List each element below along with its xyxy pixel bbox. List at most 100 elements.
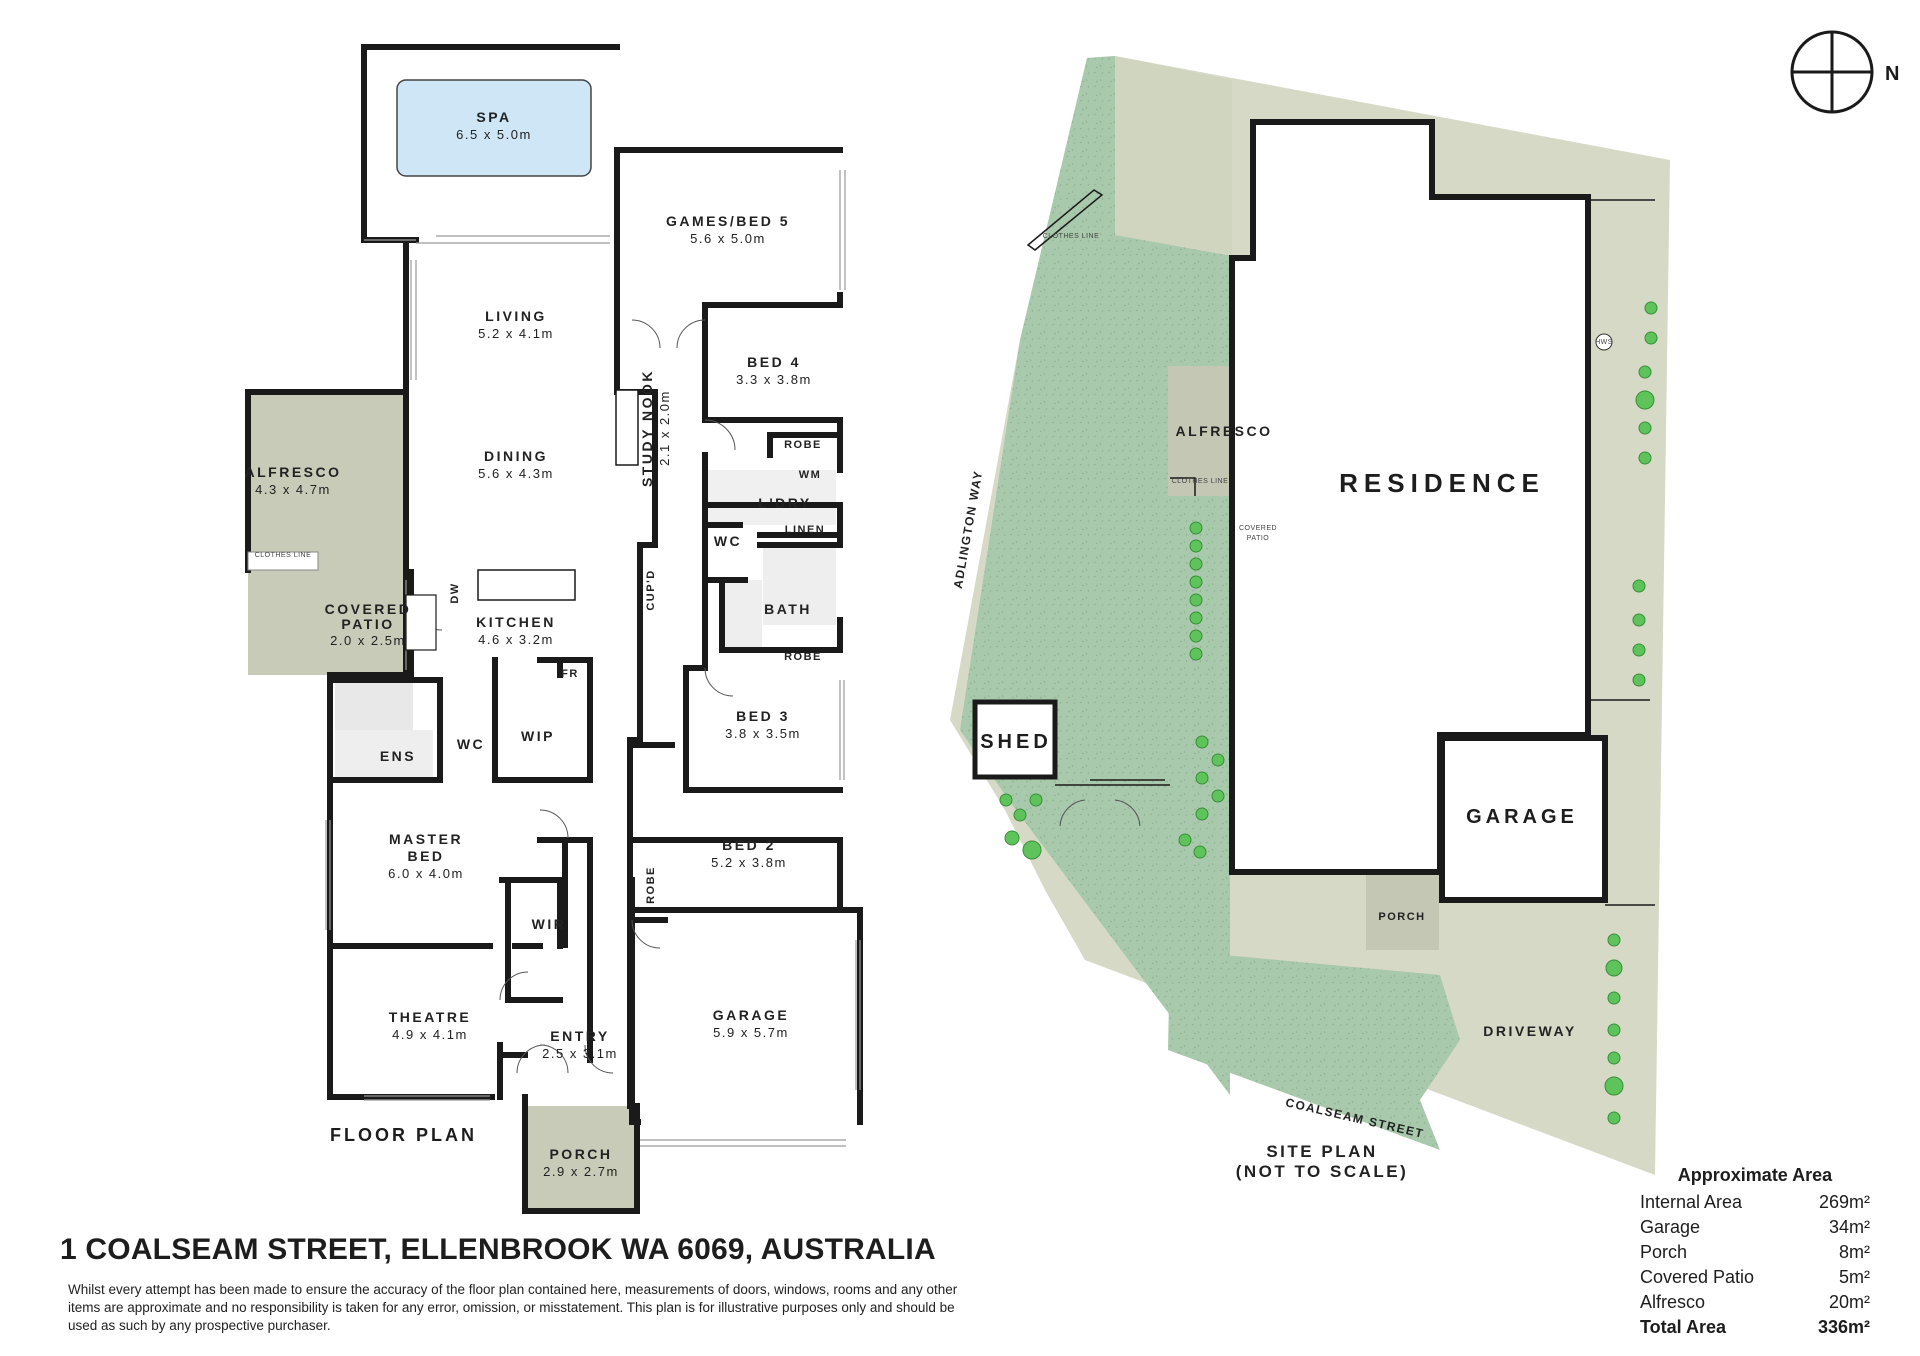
floor-plan: SPA 6.5 x 5.0m GAMES/BED 55.6 x 5.0m LIVI… [245,44,863,1214]
svg-text:ENTRY: ENTRY [550,1028,609,1044]
area-value: 34m² [1828,1217,1870,1237]
area-total-value: 336m² [1817,1317,1870,1337]
site-label-porch: PORCH [1378,911,1425,923]
room-label-kitchen: KITCHEN 4.6 x 3.2m [476,614,556,647]
room-label-entry: ENTRY 2.5 x 3.1m [542,1028,618,1061]
site-plan: RESIDENCE GARAGE ALFRESCO COVERED PATIO … [950,30,1899,1181]
site-garage-outline [1439,735,1608,903]
svg-text:COVERED: COVERED [325,601,412,617]
svg-text:2.0 x 2.5m: 2.0 x 2.5m [330,633,406,648]
svg-text:4.9 x 4.1m: 4.9 x 4.1m [392,1027,468,1042]
label-clothes-line: CLOTHES LINE [255,552,312,559]
room-label-bed2: BED 2 5.2 x 3.8m [711,837,787,870]
north-compass: N [1790,30,1899,114]
room-label-spa: SPA 6.5 x 5.0m [456,109,532,142]
site-label-residence: RESIDENCE [1339,468,1545,498]
svg-text:PATIO: PATIO [1247,535,1270,542]
floor-plan-caption: FLOOR PLAN [330,1125,477,1145]
room-label-games: GAMES/BED 55.6 x 5.0m [666,213,787,246]
label-wc-ens: WC [457,736,485,752]
area-row: Covered Patio 5m² [1640,1265,1870,1290]
svg-text:DINING: DINING [484,448,548,464]
area-row: Porch 8m² [1640,1240,1870,1265]
area-label: Internal Area [1640,1192,1743,1212]
label-ldry: L'DRY [758,495,811,511]
svg-text:4.3 x 4.7m: 4.3 x 4.7m [255,482,331,497]
north-label: N [1885,63,1899,85]
svg-text:3.3 x 3.8m: 3.3 x 3.8m [736,372,812,387]
site-label-garage: GARAGE [1466,806,1578,828]
svg-text:PATIO: PATIO [341,616,394,632]
svg-text:3.8 x 3.5m: 3.8 x 3.5m [725,726,801,741]
label-dw: DW [449,582,461,603]
svg-text:PORCH: PORCH [549,1146,612,1162]
svg-text:SPA: SPA [476,109,511,125]
label-cupd: CUP'D [645,569,657,610]
room-label-bed3: BED 33.8 x 3.5m [725,708,801,741]
site-plan-caption: SITE PLAN [1266,1142,1377,1161]
svg-text:STUDY NOOK: STUDY NOOK [639,369,655,487]
svg-text:KITCHEN: KITCHEN [476,614,556,630]
area-value: 8m² [1839,1242,1870,1262]
label-bath: BATH [764,601,812,617]
svg-text:5.2 x 3.8m: 5.2 x 3.8m [711,855,787,870]
site-label-clothes-line-2: CLOTHES LINE [1172,478,1229,485]
label-fr: FR [561,668,579,680]
svg-text:BED 4: BED 4 [747,354,801,370]
label-ens: ENS [380,748,416,764]
svg-text:MASTER: MASTER [389,831,463,847]
site-porch [1366,874,1439,950]
site-label-covered-patio: COVERED [1239,525,1277,532]
svg-text:6.5 x 5.0m: 6.5 x 5.0m [456,127,532,142]
area-label: Alfresco [1640,1292,1706,1312]
hedge-plants [999,301,1658,1125]
lawn-pale [1115,56,1232,255]
label-robe-bath: ROBE [784,651,822,663]
area-summary-title: Approximate Area [1677,1165,1833,1185]
site-label-shed: SHED [980,731,1052,753]
disclaimer-text: Whilst every attempt has been made to en… [68,1282,958,1333]
svg-text:4.6 x 3.2m: 4.6 x 3.2m [478,632,554,647]
area-value: 20m² [1828,1292,1870,1312]
area-row: Alfresco 20m² [1640,1290,1870,1315]
spa-pool [396,79,592,177]
area-label: Porch [1640,1242,1688,1262]
room-label-dining: DINING 5.6 x 4.3m [478,448,554,481]
label-linen: LINEN [785,524,826,536]
site-label-driveway: DRIVEWAY [1483,1023,1576,1039]
svg-text:2.5 x 3.1m: 2.5 x 3.1m [542,1046,618,1061]
covered-patio-area [330,572,410,675]
site-plan-subcaption: (NOT TO SCALE) [1236,1162,1409,1181]
room-label-living: LIVING 5.2 x 4.1m [478,308,554,341]
label-wir: WIR [532,916,567,932]
shed-outline [972,699,1058,780]
label-robe-bed2: ROBE [645,866,657,904]
area-value: 5m² [1839,1267,1870,1287]
label-wc-bath: WC [714,533,742,549]
porch-area [525,1106,637,1211]
svg-text:BED 2: BED 2 [722,837,776,853]
svg-text:5.2 x 4.1m: 5.2 x 4.1m [478,326,554,341]
svg-text:BED: BED [407,848,444,864]
site-label-alfresco: ALFRESCO [1176,423,1273,439]
svg-text:LIVING: LIVING [485,308,547,324]
property-address: 1 COALSEAM STREET, ELLENBROOK WA 6069, A… [60,1233,936,1266]
svg-text:2.1 x 2.0m: 2.1 x 2.0m [657,390,672,466]
label-wip: WIP [521,728,555,744]
svg-text:5.6 x 4.3m: 5.6 x 4.3m [478,466,554,481]
area-label: Covered Patio [1640,1267,1755,1287]
svg-text:5.9 x 5.7m: 5.9 x 5.7m [713,1025,789,1040]
area-label: Garage [1640,1217,1701,1237]
svg-text:5.6 x 5.0m: 5.6 x 5.0m [690,231,766,246]
